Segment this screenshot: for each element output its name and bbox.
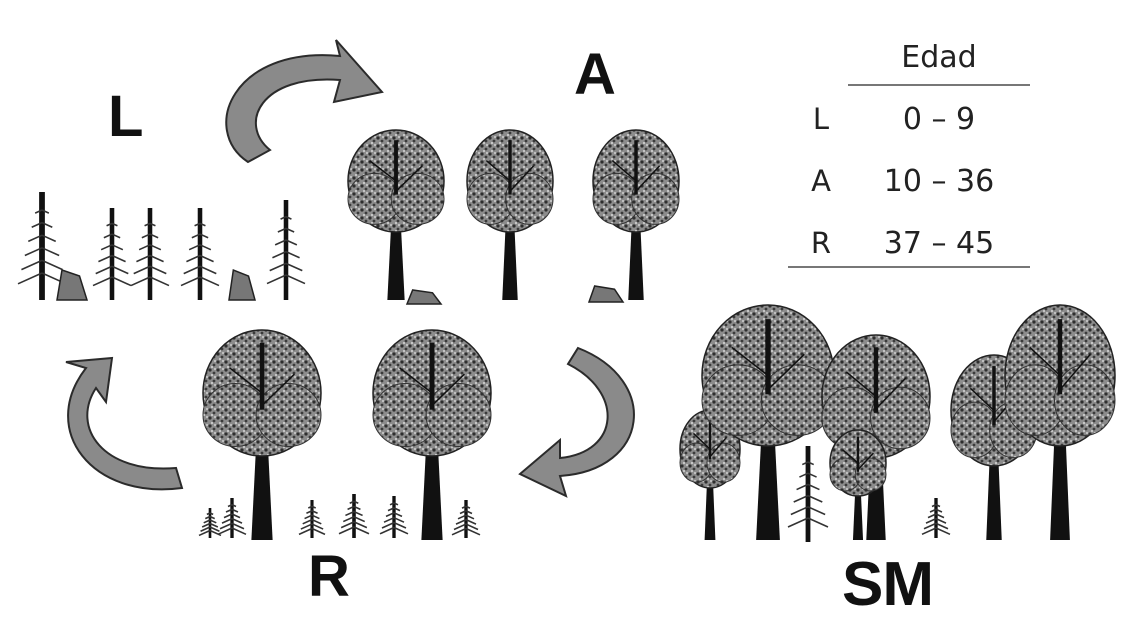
stage-r-trees <box>199 330 491 540</box>
age-table-row: A 10 – 36 <box>788 164 1030 204</box>
seedling-icon <box>380 496 408 538</box>
seedling-icon <box>922 498 950 538</box>
age-row-code: A <box>806 164 836 198</box>
stage-sm-trees <box>680 305 1115 542</box>
age-row-range: 10 – 36 <box>848 164 1030 199</box>
age-table-row: L 0 – 9 <box>788 102 1030 142</box>
seedling-icon <box>181 208 219 300</box>
stage-label-l: L <box>108 88 142 146</box>
broadleaf-tree-icon <box>1005 305 1115 540</box>
seedling-icon <box>18 192 66 300</box>
broadleaf-tree-icon <box>593 130 679 300</box>
broadleaf-tree-icon <box>467 130 553 300</box>
age-table-row: R 37 – 45 <box>788 226 1030 266</box>
seedling-icon <box>267 200 305 300</box>
age-table-top-rule <box>848 84 1030 86</box>
seedling-icon <box>93 208 131 300</box>
stump-icon <box>57 270 87 300</box>
stage-label-r: R <box>308 548 349 606</box>
seedling-icon <box>218 498 246 538</box>
age-table-header: Edad <box>848 40 1030 75</box>
age-row-range: 0 – 9 <box>848 102 1030 137</box>
broadleaf-tree-icon <box>702 305 834 540</box>
seedling-icon <box>452 500 480 538</box>
arrow-r-to-l <box>66 358 182 489</box>
stump-icon <box>229 270 255 300</box>
broadleaf-tree-icon <box>203 330 321 540</box>
stage-label-a: A <box>574 46 615 104</box>
stage-l-seedlings <box>18 192 305 300</box>
seedling-icon <box>339 494 369 538</box>
broadleaf-tree-icon <box>373 330 491 540</box>
stump-icon <box>589 286 623 302</box>
arrow-a-to-sm <box>520 348 634 496</box>
stump-icon <box>407 290 441 304</box>
stage-label-sm: SM <box>842 554 933 616</box>
seedling-icon <box>299 500 325 538</box>
broadleaf-tree-icon <box>348 130 444 300</box>
seedling-icon <box>788 446 828 542</box>
seedling-icon <box>131 208 169 300</box>
age-table-bottom-rule <box>788 266 1030 268</box>
age-row-code: L <box>806 102 836 136</box>
arrow-l-to-a <box>226 40 382 162</box>
age-row-range: 37 – 45 <box>848 226 1030 261</box>
seedling-icon <box>199 508 221 538</box>
age-row-code: R <box>806 226 836 260</box>
stage-a-trees <box>348 130 679 304</box>
